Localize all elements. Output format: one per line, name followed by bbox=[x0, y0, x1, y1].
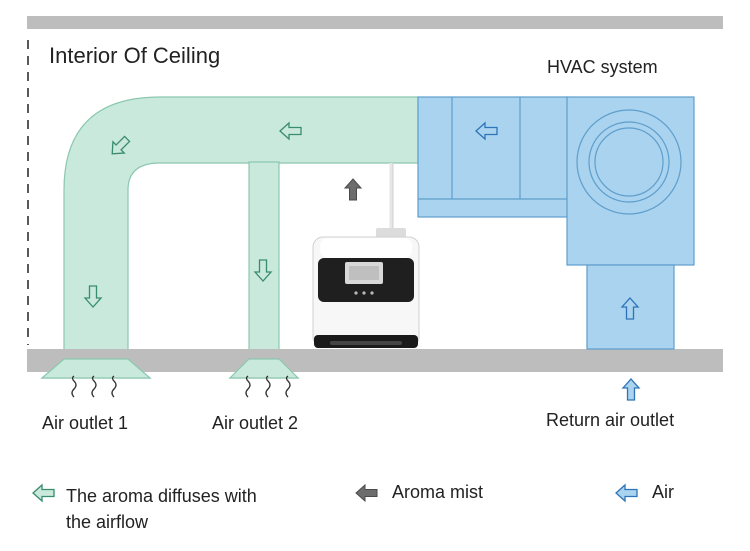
return-air-outlet-label: Return air outlet bbox=[546, 410, 675, 430]
blue-arrow-icon bbox=[615, 484, 638, 502]
air-outlet-1-label: Air outlet 1 bbox=[42, 413, 129, 433]
legend-aroma-airflow-label: The aroma diffuses with the airflow bbox=[66, 486, 257, 532]
hvac-fan-icon bbox=[576, 109, 682, 215]
aroma-diffuser-icon bbox=[312, 163, 420, 348]
hvac-system-label: HVAC system bbox=[547, 57, 658, 77]
blue-arrow-icon bbox=[622, 378, 640, 401]
air-outlet-2-label: Air outlet 2 bbox=[212, 413, 299, 433]
legend-aroma-mist-label: Aroma mist bbox=[392, 482, 484, 502]
ceiling-bottom-slab bbox=[27, 349, 723, 372]
diagram-title: Interior Of Ceiling bbox=[49, 43, 221, 68]
green-arrow-icon bbox=[32, 484, 55, 502]
gray-arrow-icon bbox=[344, 178, 362, 201]
ceiling-top-slab bbox=[27, 16, 723, 29]
gray-arrow-icon bbox=[355, 484, 378, 502]
legend-air-label: Air bbox=[652, 482, 674, 502]
airflow-squiggles bbox=[71, 375, 291, 398]
